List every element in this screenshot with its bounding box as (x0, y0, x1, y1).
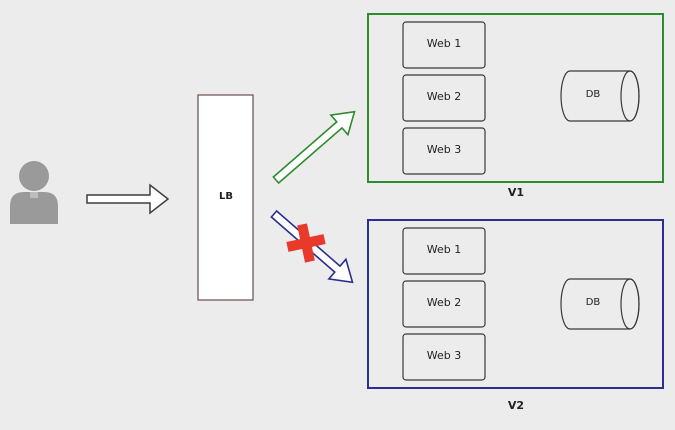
user-icon (10, 161, 58, 224)
environment-v2-frame (367, 219, 664, 389)
user-to-lb-arrow (86, 183, 170, 215)
database-icon (560, 70, 640, 122)
v2-web-2-label: Web 2 (426, 296, 462, 309)
v2-web-1-label: Web 1 (426, 243, 462, 256)
lb-to-v2-arrow (270, 209, 354, 284)
v1-web-1-label: Web 1 (426, 37, 462, 50)
v1-web-3-label: Web 3 (426, 143, 462, 156)
lb-to-v1-arrow (272, 110, 356, 185)
v1-database-label: DB (585, 89, 601, 100)
v1-web-3-box (402, 127, 486, 175)
v2-web-3-label: Web 3 (426, 349, 462, 362)
v2-web-2-box (402, 280, 486, 328)
v2-web-3-box (402, 333, 486, 381)
environment-v1-frame (367, 13, 664, 183)
load-balancer-box (197, 94, 254, 301)
v1-web-1-box (402, 21, 486, 69)
environment-v2-label: V2 (507, 399, 525, 412)
load-balancer-label: LB (219, 191, 233, 202)
v1-web-2-label: Web 2 (426, 90, 462, 103)
v2-database-label: DB (585, 297, 601, 308)
v1-web-2-box (402, 74, 486, 122)
environment-v1-label: V1 (507, 186, 525, 199)
database-icon (560, 278, 640, 330)
cross-icon (286, 223, 326, 263)
v2-web-1-box (402, 227, 486, 275)
